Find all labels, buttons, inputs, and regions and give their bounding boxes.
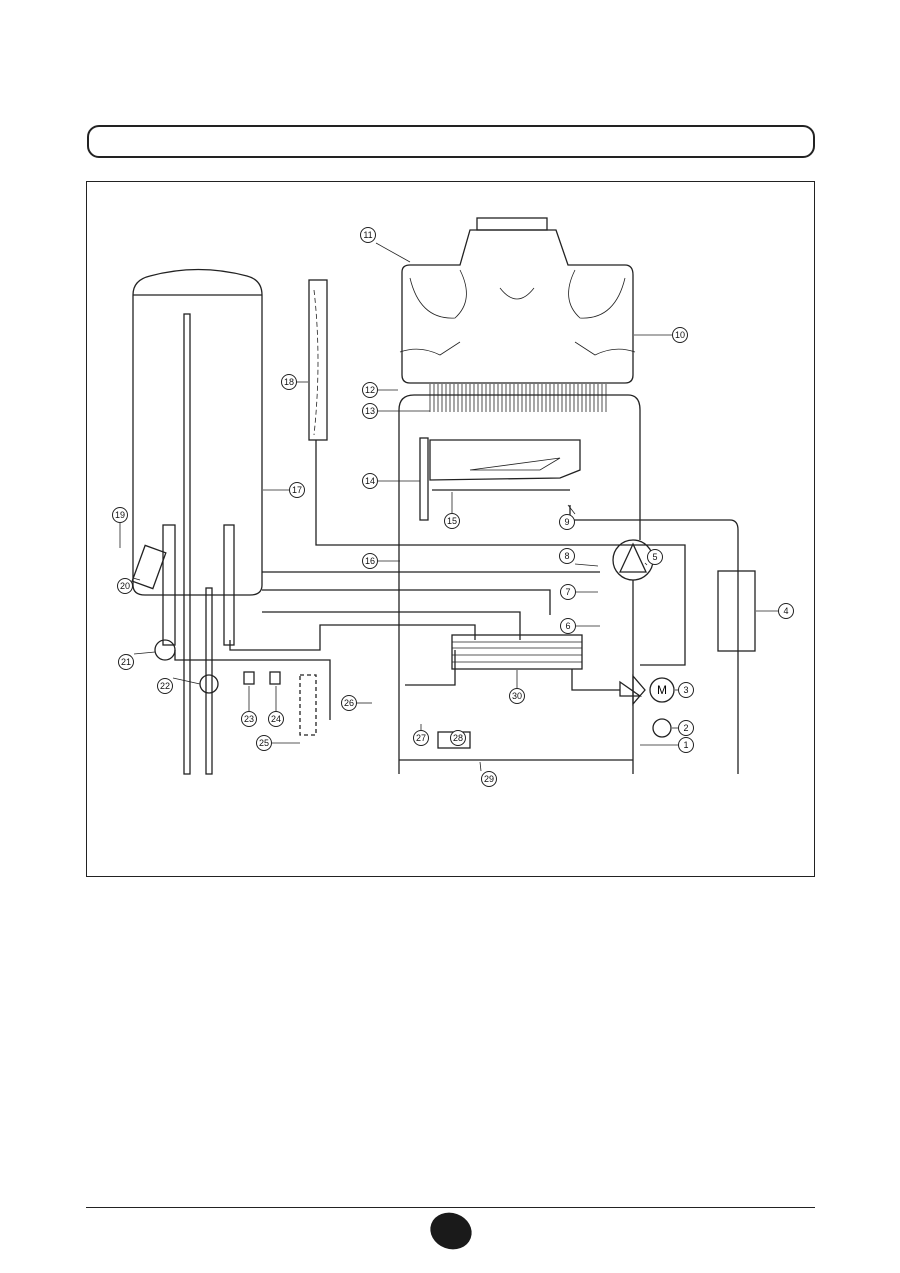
leader-line [375, 242, 411, 263]
callout-10: 10 [634, 327, 688, 343]
callout-label: 15 [447, 516, 457, 526]
leader-line [479, 761, 482, 772]
boiler-pump [612, 539, 654, 581]
callout-label: 3 [683, 685, 688, 695]
callout-28: 28 [450, 730, 466, 746]
callout-label: 16 [365, 556, 375, 566]
callout-label: 2 [683, 723, 688, 733]
callout-20: 20 [117, 577, 141, 594]
callout-30: 30 [509, 670, 525, 704]
callout-22: 22 [157, 677, 201, 694]
callout-label: 27 [416, 733, 426, 743]
section-title-bar [87, 125, 815, 158]
callout-label: 1 [683, 740, 688, 750]
callout-label: 18 [284, 377, 294, 387]
callout-4: 4 [756, 603, 794, 619]
callout-17: 17 [263, 482, 305, 498]
callout-label: 17 [292, 485, 302, 495]
leader-line [172, 677, 201, 685]
callout-label: 13 [365, 406, 375, 416]
control-box [717, 570, 756, 652]
callout-label: 7 [565, 587, 570, 597]
callout-label: 25 [259, 738, 269, 748]
callout-label: 28 [453, 733, 463, 743]
burner [419, 437, 581, 521]
drain-cock [243, 671, 255, 685]
callout-3: 3 [675, 682, 694, 698]
callout-24: 24 [268, 686, 284, 727]
callout-label: 30 [512, 691, 522, 701]
leader-line [133, 651, 156, 655]
callout-label: 5 [652, 552, 657, 562]
callout-label: 6 [565, 621, 570, 631]
svg-text:M: M [657, 683, 667, 697]
callout-29: 29 [479, 761, 497, 787]
leader-line [644, 562, 648, 566]
callout-label: 29 [484, 774, 494, 784]
callout-11: 11 [360, 227, 411, 263]
callout-label: 22 [160, 681, 170, 691]
callout-27: 27 [413, 724, 429, 746]
callout-5: 5 [644, 549, 663, 566]
leader-line [132, 577, 141, 581]
callout-7: 7 [560, 584, 598, 600]
safety-valve [269, 671, 281, 685]
callout-21: 21 [118, 651, 156, 670]
footer-rule [86, 1207, 815, 1208]
filter [299, 674, 317, 736]
diagram-frame [86, 181, 815, 877]
expansion-vessel [308, 279, 686, 666]
callout-1: 1 [640, 737, 694, 753]
leader-line [574, 563, 599, 567]
callout-23: 23 [241, 686, 257, 727]
callout-13: 13 [362, 403, 430, 419]
dhw-valve [199, 674, 219, 694]
leader-line [567, 504, 576, 515]
callout-16: 16 [362, 553, 400, 569]
pressure-gauge [652, 718, 672, 738]
flue-hood [399, 217, 636, 384]
callout-label: 26 [344, 698, 354, 708]
callout-label: 12 [365, 385, 375, 395]
callout-label: 4 [783, 606, 788, 616]
callout-label: 11 [363, 230, 372, 240]
callout-14: 14 [362, 473, 420, 489]
callout-label: 9 [564, 517, 569, 527]
dhw-pump [154, 639, 176, 661]
main-heat-exchanger [429, 384, 607, 412]
valve-motor [649, 677, 675, 703]
callout-label: 19 [115, 510, 125, 520]
callout-19: 19 [112, 507, 128, 548]
callout-6: 6 [560, 618, 600, 634]
tank-sensor [131, 544, 167, 590]
callout-label: 14 [365, 476, 375, 486]
plate-heat-exchanger [451, 634, 620, 691]
callout-15: 15 [444, 492, 460, 529]
callout-2: 2 [672, 720, 694, 736]
callout-8: 8 [559, 548, 599, 567]
callout-12: 12 [362, 382, 398, 398]
callout-label: 10 [675, 330, 685, 340]
callout-label: 20 [120, 581, 130, 591]
callout-18: 18 [281, 374, 308, 390]
callout-label: 23 [244, 714, 254, 724]
callout-25: 25 [256, 735, 300, 751]
callout-26: 26 [341, 695, 372, 711]
callout-label: 24 [271, 714, 281, 724]
callout-label: 8 [564, 551, 569, 561]
storage-tank [132, 268, 263, 775]
primary-circuit-pipe [398, 394, 641, 774]
callout-9: 9 [559, 504, 576, 530]
callout-label: 21 [121, 657, 131, 667]
